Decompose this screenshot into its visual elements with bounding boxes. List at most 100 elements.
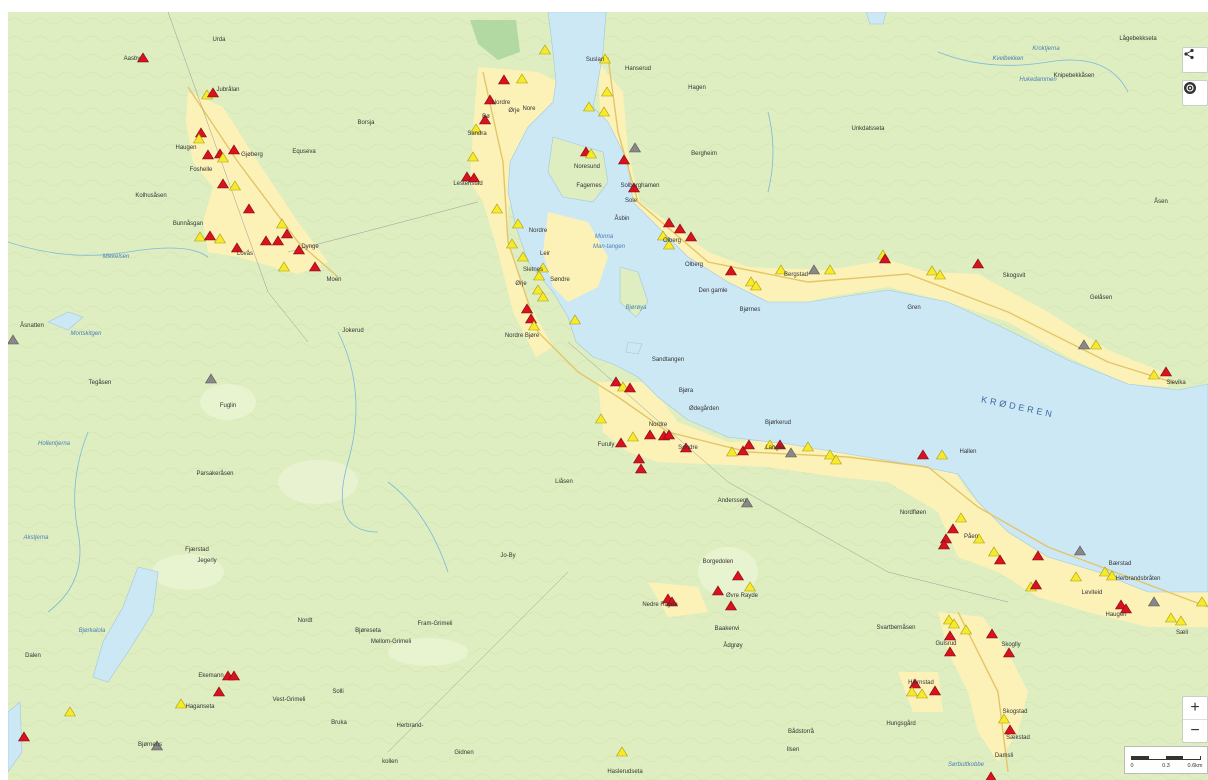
- yellow-triangle-marker[interactable]: [744, 276, 758, 287]
- red-triangle-marker[interactable]: [946, 523, 960, 534]
- red-triangle-marker[interactable]: [483, 94, 497, 105]
- red-triangle-marker[interactable]: [916, 449, 930, 460]
- red-triangle-marker[interactable]: [230, 242, 244, 253]
- red-triangle-marker[interactable]: [203, 230, 217, 241]
- gray-triangle-marker[interactable]: [204, 373, 218, 384]
- yellow-triangle-marker[interactable]: [1069, 571, 1083, 582]
- yellow-triangle-marker[interactable]: [527, 320, 541, 331]
- yellow-triangle-marker[interactable]: [935, 449, 949, 460]
- red-triangle-marker[interactable]: [478, 114, 492, 125]
- red-triangle-marker[interactable]: [17, 731, 31, 742]
- red-triangle-marker[interactable]: [212, 686, 226, 697]
- red-triangle-marker[interactable]: [497, 74, 511, 85]
- gray-triangle-marker[interactable]: [628, 142, 642, 153]
- red-triangle-marker[interactable]: [662, 429, 676, 440]
- yellow-triangle-marker[interactable]: [997, 713, 1011, 724]
- yellow-triangle-marker[interactable]: [942, 614, 956, 625]
- yellow-triangle-marker[interactable]: [466, 151, 480, 162]
- red-triangle-marker[interactable]: [1119, 603, 1133, 614]
- yellow-triangle-marker[interactable]: [531, 284, 545, 295]
- gray-triangle-marker[interactable]: [8, 334, 20, 345]
- red-triangle-marker[interactable]: [1159, 366, 1173, 377]
- red-triangle-marker[interactable]: [201, 149, 215, 160]
- red-triangle-marker[interactable]: [943, 630, 957, 641]
- yellow-triangle-marker[interactable]: [743, 581, 757, 592]
- red-triangle-marker[interactable]: [280, 228, 294, 239]
- red-triangle-marker[interactable]: [971, 258, 985, 269]
- red-triangle-marker[interactable]: [724, 265, 738, 276]
- yellow-triangle-marker[interactable]: [933, 269, 947, 280]
- red-triangle-marker[interactable]: [259, 235, 273, 246]
- red-triangle-marker[interactable]: [684, 231, 698, 242]
- yellow-triangle-marker[interactable]: [536, 291, 550, 302]
- red-triangle-marker[interactable]: [665, 596, 679, 607]
- yellow-triangle-marker[interactable]: [801, 441, 815, 452]
- yellow-triangle-marker[interactable]: [597, 106, 611, 117]
- gray-triangle-marker[interactable]: [1147, 596, 1161, 607]
- yellow-triangle-marker[interactable]: [1089, 339, 1103, 350]
- red-triangle-marker[interactable]: [1031, 550, 1045, 561]
- gray-triangle-marker[interactable]: [1073, 545, 1087, 556]
- red-triangle-marker[interactable]: [292, 244, 306, 255]
- yellow-triangle-marker[interactable]: [823, 264, 837, 275]
- yellow-triangle-marker[interactable]: [972, 533, 986, 544]
- gray-triangle-marker[interactable]: [1077, 339, 1091, 350]
- red-triangle-marker[interactable]: [731, 570, 745, 581]
- red-triangle-marker[interactable]: [878, 253, 892, 264]
- yellow-triangle-marker[interactable]: [216, 152, 230, 163]
- yellow-triangle-marker[interactable]: [905, 686, 919, 697]
- red-triangle-marker[interactable]: [227, 144, 241, 155]
- zoom-in-button[interactable]: +: [1183, 697, 1207, 720]
- red-triangle-marker[interactable]: [632, 453, 646, 464]
- yellow-triangle-marker[interactable]: [1195, 596, 1208, 607]
- yellow-triangle-marker[interactable]: [469, 123, 483, 134]
- yellow-triangle-marker[interactable]: [725, 446, 739, 457]
- yellow-triangle-marker[interactable]: [193, 231, 207, 242]
- yellow-triangle-marker[interactable]: [829, 454, 843, 465]
- yellow-triangle-marker[interactable]: [584, 148, 598, 159]
- yellow-triangle-marker[interactable]: [511, 218, 525, 229]
- gray-triangle-marker[interactable]: [807, 264, 821, 275]
- yellow-triangle-marker[interactable]: [925, 265, 939, 276]
- red-triangle-marker[interactable]: [524, 313, 538, 324]
- red-triangle-marker[interactable]: [460, 171, 474, 182]
- yellow-triangle-marker[interactable]: [192, 133, 206, 144]
- red-triangle-marker[interactable]: [679, 442, 693, 453]
- yellow-triangle-marker[interactable]: [594, 413, 608, 424]
- yellow-triangle-marker[interactable]: [954, 512, 968, 523]
- yellow-triangle-marker[interactable]: [1174, 615, 1188, 626]
- red-triangle-marker[interactable]: [711, 585, 725, 596]
- yellow-triangle-marker[interactable]: [536, 262, 550, 273]
- red-triangle-marker[interactable]: [736, 445, 750, 456]
- yellow-triangle-marker[interactable]: [532, 270, 546, 281]
- red-triangle-marker[interactable]: [985, 771, 997, 780]
- yellow-triangle-marker[interactable]: [213, 233, 227, 244]
- red-triangle-marker[interactable]: [216, 178, 230, 189]
- red-triangle-marker[interactable]: [662, 217, 676, 228]
- red-triangle-marker[interactable]: [1029, 579, 1043, 590]
- red-triangle-marker[interactable]: [993, 554, 1007, 565]
- zoom-out-button[interactable]: −: [1190, 722, 1200, 739]
- red-triangle-marker[interactable]: [609, 376, 623, 387]
- yellow-triangle-marker[interactable]: [656, 230, 670, 241]
- yellow-triangle-marker[interactable]: [662, 239, 676, 250]
- yellow-triangle-marker[interactable]: [277, 261, 291, 272]
- red-triangle-marker[interactable]: [308, 261, 322, 272]
- red-triangle-marker[interactable]: [271, 235, 285, 246]
- yellow-triangle-marker[interactable]: [749, 280, 763, 291]
- yellow-triangle-marker[interactable]: [598, 53, 612, 64]
- red-triangle-marker[interactable]: [242, 203, 256, 214]
- yellow-triangle-marker[interactable]: [568, 314, 582, 325]
- red-triangle-marker[interactable]: [623, 382, 637, 393]
- yellow-triangle-marker[interactable]: [626, 431, 640, 442]
- yellow-triangle-marker[interactable]: [1105, 570, 1119, 581]
- red-triangle-marker[interactable]: [617, 154, 631, 165]
- red-triangle-marker[interactable]: [673, 223, 687, 234]
- red-triangle-marker[interactable]: [520, 303, 534, 314]
- red-triangle-marker[interactable]: [908, 678, 922, 689]
- red-triangle-marker[interactable]: [773, 439, 787, 450]
- yellow-triangle-marker[interactable]: [1147, 369, 1161, 380]
- yellow-triangle-marker[interactable]: [763, 439, 777, 450]
- red-triangle-marker[interactable]: [634, 463, 648, 474]
